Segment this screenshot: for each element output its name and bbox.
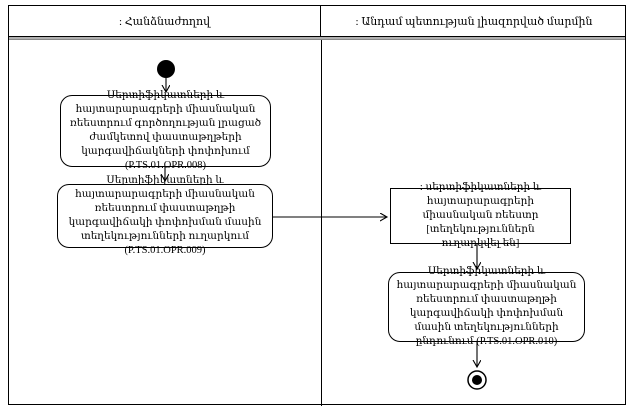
lane-header-commission: : Հանձնաժողով	[9, 6, 321, 36]
lane-label-authorized-body: : Անդամ պետության լիազորված մարմին	[355, 15, 593, 28]
lane-header-authorized-body: : Անդամ պետության լիազորված մարմին	[321, 6, 627, 36]
object-node-unified-register: : սերտիֆիկատների և հայտարարագրերի միասնա…	[390, 182, 571, 249]
activity-node-receive-info-opr010: Սերտիֆիկատների և հայտարարագրերի միասնակա…	[388, 266, 585, 347]
object-node-label: : սերտիֆիկատների և հայտարարագրերի միասնա…	[419, 182, 542, 249]
lane-header-shadow	[9, 37, 625, 40]
activity-node-label: Սերտիֆիկատների և հայտարարագրերի միասնակա…	[396, 266, 577, 347]
lane-divider	[321, 40, 322, 406]
activity-node-label: Սերտիֆիկատների և հայտարարագրերի միասնակա…	[68, 175, 262, 256]
activity-node-send-info-opr009: Սերտիֆիկատների և հայտարարագրերի միասնակա…	[57, 175, 273, 256]
activity-node-label: Սերտիֆիկատների և հայտարարագրերի միասնակա…	[69, 90, 262, 171]
swimlane-header: : Հանձնաժողով : Անդամ պետության լիազորվա…	[9, 6, 625, 37]
lane-label-commission: : Հանձնաժողով	[118, 15, 211, 28]
activity-node-change-statuses-opr008: Սերտիֆիկատների և հայտարարագրերի միասնակա…	[60, 90, 271, 171]
